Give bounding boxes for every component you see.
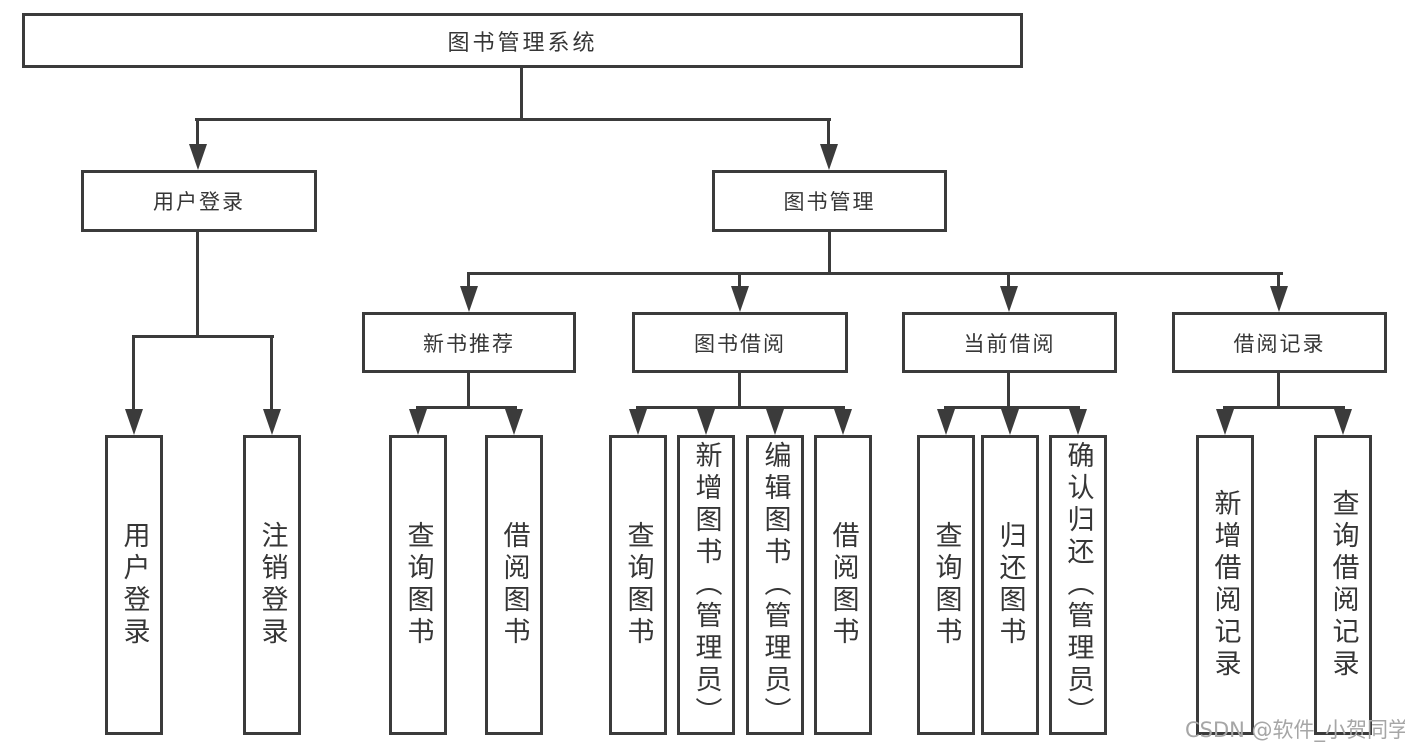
leaf-query-borrow-record: 查询借阅记录 <box>1314 435 1372 735</box>
csdn-watermark: CSDN @软件_小贺同学 <box>1185 718 1405 742</box>
leaf-edit-book-admin: 编辑图书（管理员） <box>746 435 804 735</box>
connector-drop-user-login <box>196 118 199 148</box>
leaf-label: 注销登录 <box>256 521 288 649</box>
connector-drop-leaf <box>132 335 135 412</box>
connector-root-stem <box>520 68 523 121</box>
leaf-confirm-return-admin: 确认归还（管理员） <box>1049 435 1107 735</box>
leaf-label: 借阅图书 <box>498 521 530 649</box>
arrow-down-icon <box>1000 286 1018 312</box>
arrow-down-icon <box>629 409 647 435</box>
connector-record-rail <box>1223 406 1345 409</box>
arrow-down-icon <box>834 409 852 435</box>
leaf-return-book: 归还图书 <box>981 435 1039 735</box>
connector-record-stem <box>1277 373 1280 409</box>
connector-drop-level3 <box>467 272 470 289</box>
leaf-label: 查询图书 <box>622 521 654 649</box>
leaf-label: 归还图书 <box>994 521 1026 649</box>
leaf-query-book-current: 查询图书 <box>917 435 975 735</box>
arrow-down-icon <box>697 409 715 435</box>
connector-drop-level3 <box>738 272 741 289</box>
arrow-down-icon <box>125 409 143 435</box>
arrow-down-icon <box>409 409 427 435</box>
arrow-down-icon <box>820 144 838 170</box>
arrow-down-icon <box>263 409 281 435</box>
connector-current-stem <box>1007 373 1010 409</box>
leaf-query-book-borrow: 查询图书 <box>609 435 667 735</box>
leaf-label: 新增借阅记录 <box>1209 489 1241 681</box>
leaf-label: 查询借阅记录 <box>1327 489 1359 681</box>
connector-borrow-stem <box>738 373 741 409</box>
node-current-borrow: 当前借阅 <box>902 312 1117 373</box>
arrow-down-icon <box>505 409 523 435</box>
connector-current-rail <box>944 406 1080 409</box>
leaf-label: 确认归还（管理员） <box>1062 441 1094 729</box>
arrow-down-icon <box>1001 409 1019 435</box>
connector-drop-book-management <box>827 118 830 148</box>
node-borrow-record: 借阅记录 <box>1172 312 1387 373</box>
connector-recommend-stem <box>467 373 470 409</box>
node-user-login: 用户登录 <box>81 170 317 232</box>
leaf-query-book-recommend: 查询图书 <box>389 435 447 735</box>
node-book-borrow: 图书借阅 <box>632 312 848 373</box>
connector-borrow-rail <box>636 406 845 409</box>
connector-level2-rail <box>195 118 831 121</box>
leaf-label: 新增图书（管理员） <box>690 441 722 729</box>
arrow-down-icon <box>1334 409 1352 435</box>
connector-user-login-rail <box>132 335 274 338</box>
arrow-down-icon <box>1270 286 1288 312</box>
arrow-down-icon <box>937 409 955 435</box>
leaf-label: 编辑图书（管理员） <box>759 441 791 729</box>
leaf-add-borrow-record: 新增借阅记录 <box>1196 435 1254 735</box>
connector-drop-leaf <box>270 335 273 412</box>
arrow-down-icon <box>189 144 207 170</box>
connector-recommend-rail <box>416 406 517 409</box>
leaf-borrow-book: 借阅图书 <box>814 435 872 735</box>
leaf-label: 借阅图书 <box>827 521 859 649</box>
node-new-book-recommend: 新书推荐 <box>362 312 576 373</box>
node-book-management: 图书管理 <box>712 170 947 232</box>
arrow-down-icon <box>460 286 478 312</box>
connector-level3-rail <box>467 272 1283 275</box>
leaf-label: 用户登录 <box>118 521 150 649</box>
leaf-borrow-book-recommend: 借阅图书 <box>485 435 543 735</box>
leaf-logout: 注销登录 <box>243 435 301 735</box>
connector-drop-level3 <box>1007 272 1010 289</box>
leaf-add-book-admin: 新增图书（管理员） <box>677 435 735 735</box>
arrow-down-icon <box>1069 409 1087 435</box>
connector-drop-level3 <box>1277 272 1280 289</box>
leaf-label: 查询图书 <box>930 521 962 649</box>
leaf-user-login: 用户登录 <box>105 435 163 735</box>
arrow-down-icon <box>1216 409 1234 435</box>
leaf-label: 查询图书 <box>402 521 434 649</box>
connector-book-management-stem <box>828 232 831 275</box>
arrow-down-icon <box>731 286 749 312</box>
node-root-system: 图书管理系统 <box>22 13 1023 68</box>
connector-user-login-stem <box>196 232 199 338</box>
arrow-down-icon <box>766 409 784 435</box>
